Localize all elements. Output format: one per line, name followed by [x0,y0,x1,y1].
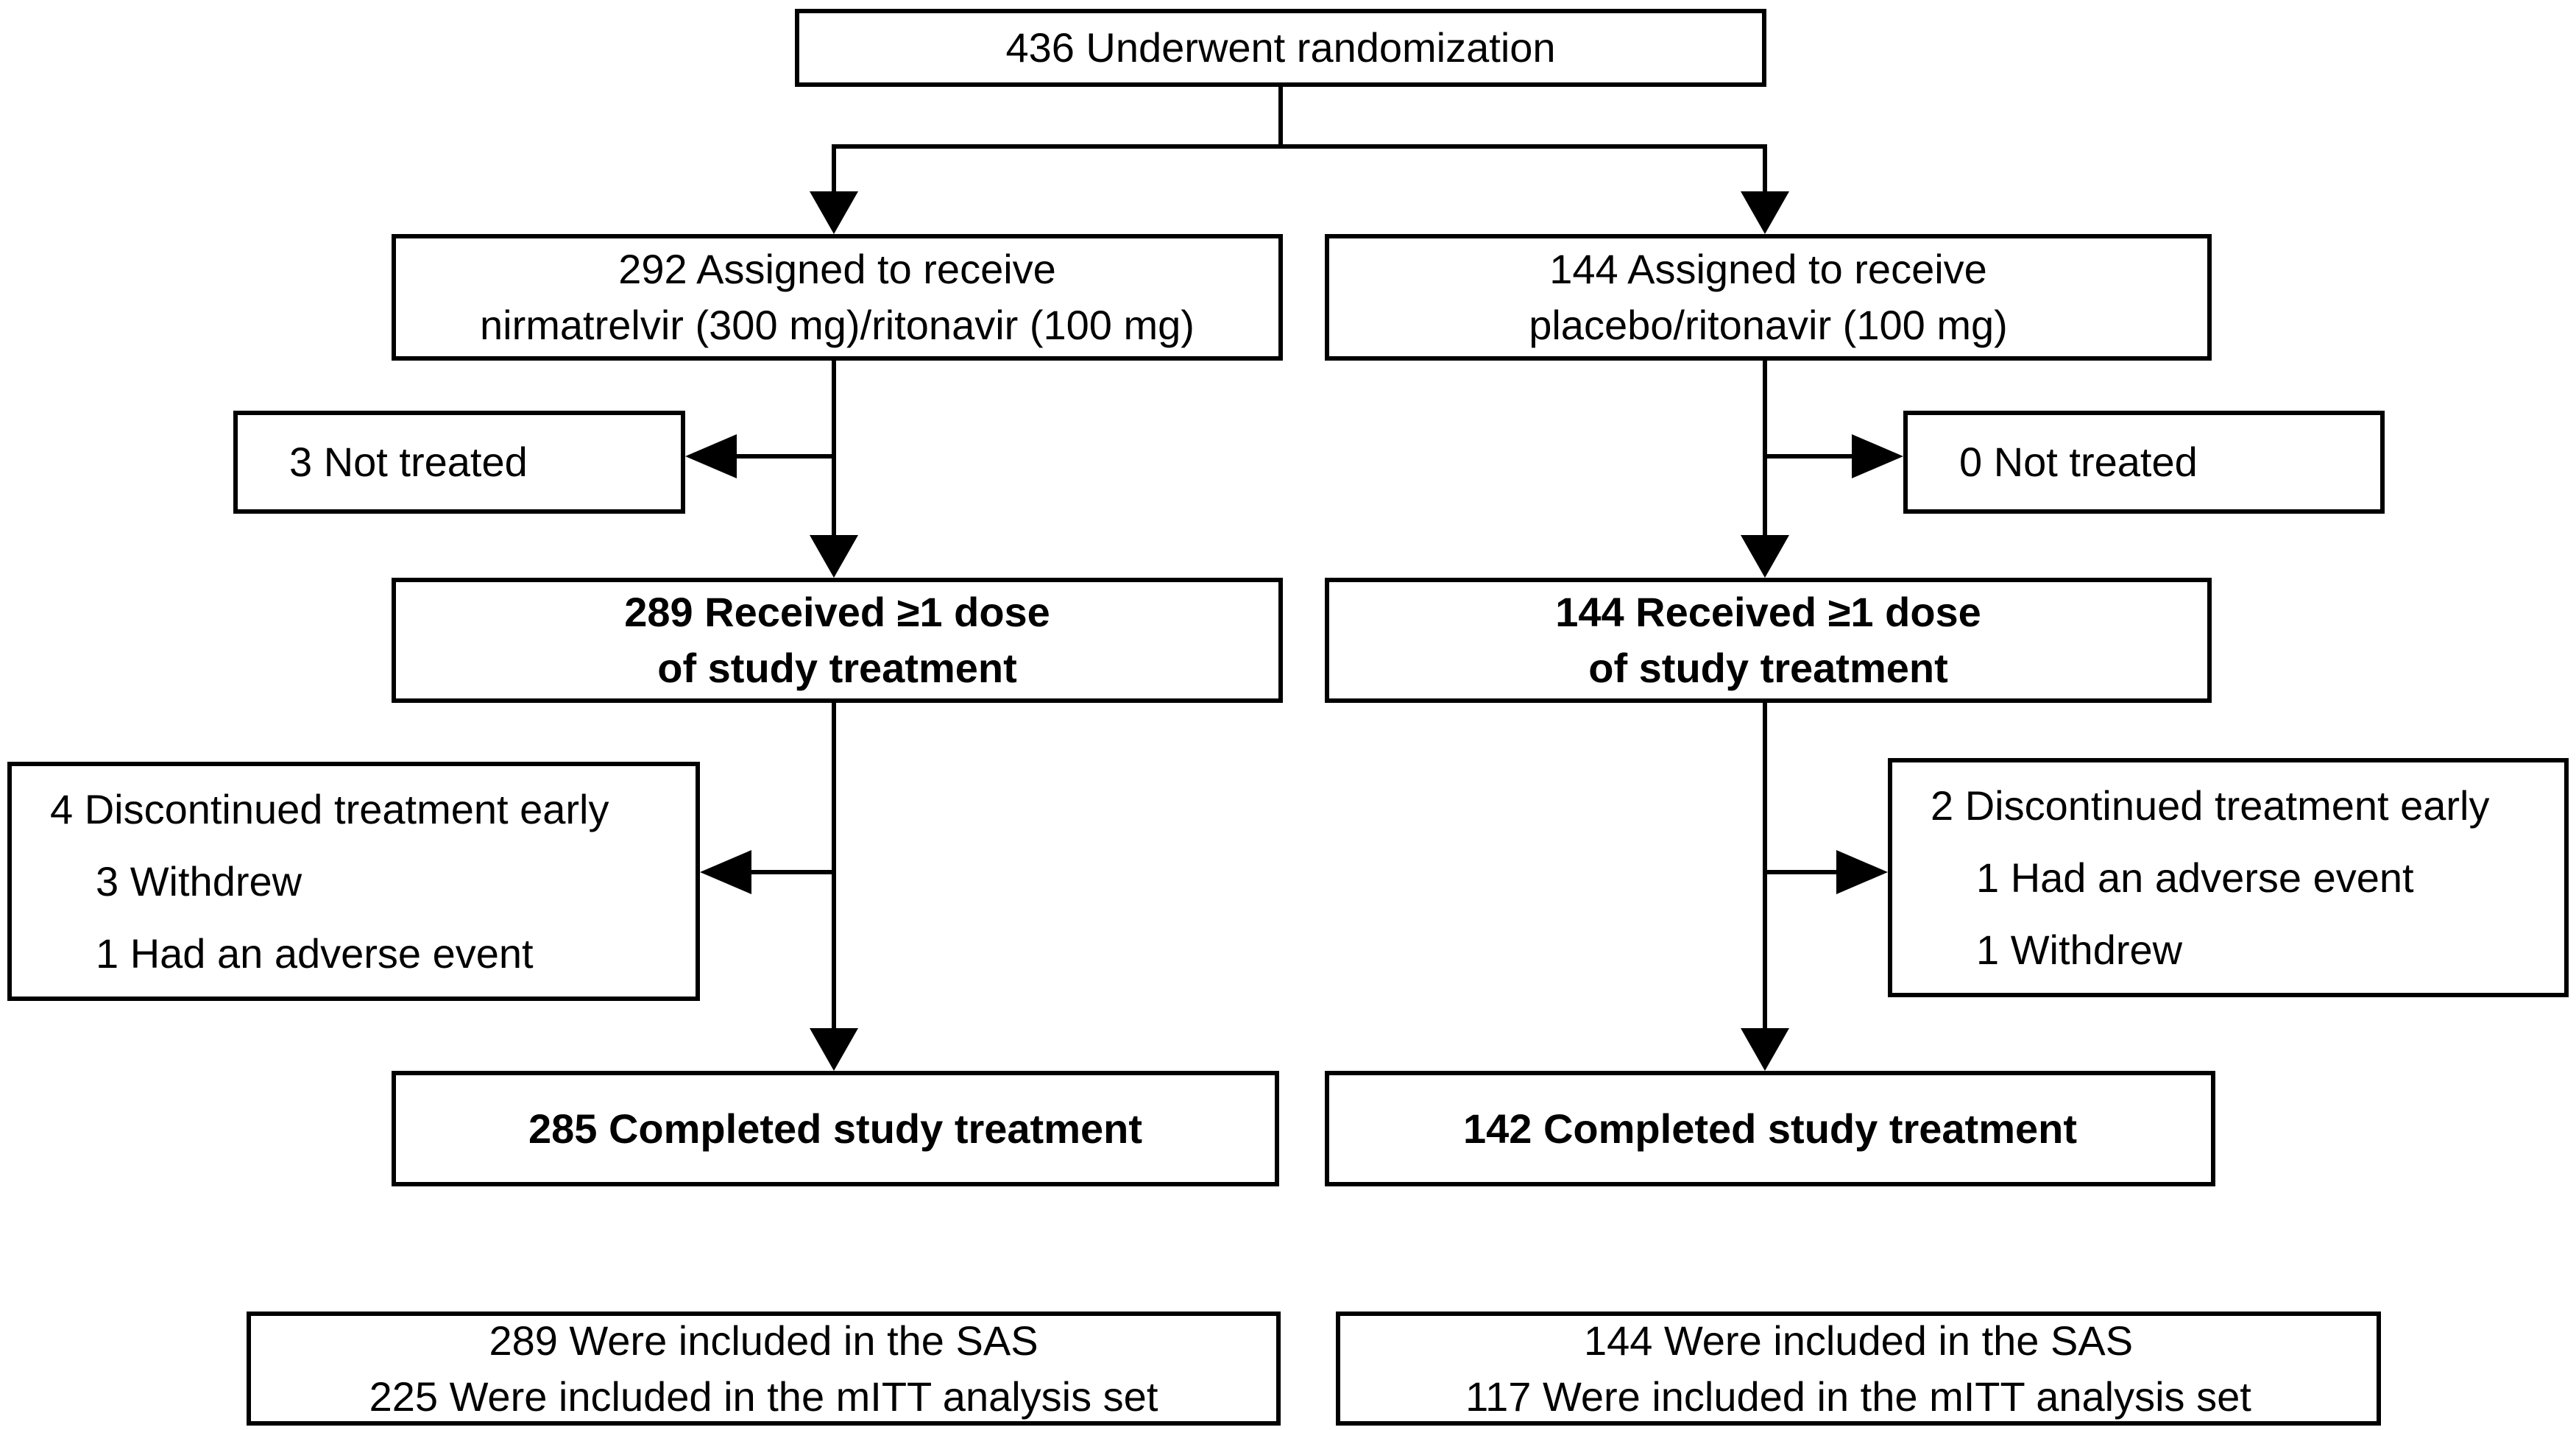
arrowhead-into-not-treated-placebo [1852,434,1903,478]
assigned-nirmatrelvir-line-1: 292 Assigned to receive [618,246,1056,293]
arrowhead-into-assigned-placebo [1741,191,1789,234]
discontinued-nirmatrelvir-line-3: 1 Had an adverse event [96,930,534,977]
received-nirmatrelvir-line-2: of study treatment [657,645,1017,691]
arrowhead-into-not-treated-nirmatrelvir [685,434,737,478]
discontinued-placebo-box: 2 Discontinued treatment early 1 Had an … [1888,758,2569,997]
assigned-nirmatrelvir-box: 292 Assigned to receive nirmatrelvir (30… [392,234,1283,361]
completed-nirmatrelvir-label: 285 Completed study treatment [528,1105,1142,1152]
analysis-sets-nirmatrelvir-box: 289 Were included in the SAS 225 Were in… [247,1312,1281,1426]
completed-nirmatrelvir-box: 285 Completed study treatment [392,1071,1279,1186]
connector-randomization-rail [832,144,1767,149]
received-placebo-line-2: of study treatment [1588,645,1948,691]
completed-placebo-label: 142 Completed study treatment [1463,1105,2077,1152]
arrowhead-into-discontinued-nirmatrelvir [700,850,751,894]
discontinued-placebo-line-2: 1 Had an adverse event [1976,854,2414,901]
randomization-label: 436 Underwent randomization [1005,24,1556,71]
received-dose-placebo-box: 144 Received ≥1 dose of study treatment [1325,578,2212,703]
discontinued-placebo-line-3: 1 Withdrew [1976,926,2183,973]
arrowhead-into-completed-nirmatrelvir [810,1028,858,1071]
analysis-placebo-line-1: 144 Were included in the SAS [1583,1317,2134,1364]
discontinued-nirmatrelvir-box: 4 Discontinued treatment early 3 Withdre… [7,762,700,1001]
connector-randomization-stub [1278,87,1283,149]
connector-branch-discontinued-right [1765,870,1836,874]
connector-assigned-received-right [1763,361,1767,537]
not-treated-nirmatrelvir-box: 3 Not treated [233,411,685,514]
arrowhead-into-received-placebo [1741,535,1789,578]
connector-drop-left [832,144,836,194]
analysis-nirmatrelvir-line-2: 225 Were included in the mITT analysis s… [369,1373,1158,1420]
connector-branch-not-treated-right [1765,454,1852,459]
connector-received-completed-left [832,703,836,1030]
connector-branch-not-treated-left [735,454,836,459]
arrowhead-into-discontinued-placebo [1836,850,1888,894]
discontinued-nirmatrelvir-line-2: 3 Withdrew [96,857,302,905]
assigned-nirmatrelvir-line-2: nirmatrelvir (300 mg)/ritonavir (100 mg) [480,302,1195,348]
completed-placebo-box: 142 Completed study treatment [1325,1071,2215,1186]
connector-drop-right [1763,144,1767,194]
not-treated-placebo-label: 0 Not treated [1959,439,2198,486]
arrowhead-into-assigned-nirmatrelvir [810,191,858,234]
connector-branch-discontinued-left [750,870,836,874]
randomization-box: 436 Underwent randomization [795,9,1766,87]
not-treated-placebo-box: 0 Not treated [1903,411,2385,514]
received-placebo-line-1: 144 Received ≥1 dose [1555,589,1981,636]
not-treated-nirmatrelvir-label: 3 Not treated [289,439,528,486]
received-dose-nirmatrelvir-box: 289 Received ≥1 dose of study treatment [392,578,1283,703]
connector-received-completed-right [1763,703,1767,1030]
arrowhead-into-received-nirmatrelvir [810,535,858,578]
assigned-placebo-line-1: 144 Assigned to receive [1549,246,1987,293]
assigned-placebo-line-2: placebo/ritonavir (100 mg) [1529,302,2008,348]
received-nirmatrelvir-line-1: 289 Received ≥1 dose [624,589,1050,636]
assigned-placebo-box: 144 Assigned to receive placebo/ritonavi… [1325,234,2212,361]
discontinued-placebo-line-1: 2 Discontinued treatment early [1931,782,2490,829]
discontinued-nirmatrelvir-line-1: 4 Discontinued treatment early [50,785,609,832]
analysis-placebo-line-2: 117 Were included in the mITT analysis s… [1465,1373,2251,1420]
arrowhead-into-completed-placebo [1741,1028,1789,1071]
analysis-nirmatrelvir-line-1: 289 Were included in the SAS [489,1317,1038,1364]
connector-assigned-received-left [832,361,836,537]
analysis-sets-placebo-box: 144 Were included in the SAS 117 Were in… [1336,1312,2381,1426]
